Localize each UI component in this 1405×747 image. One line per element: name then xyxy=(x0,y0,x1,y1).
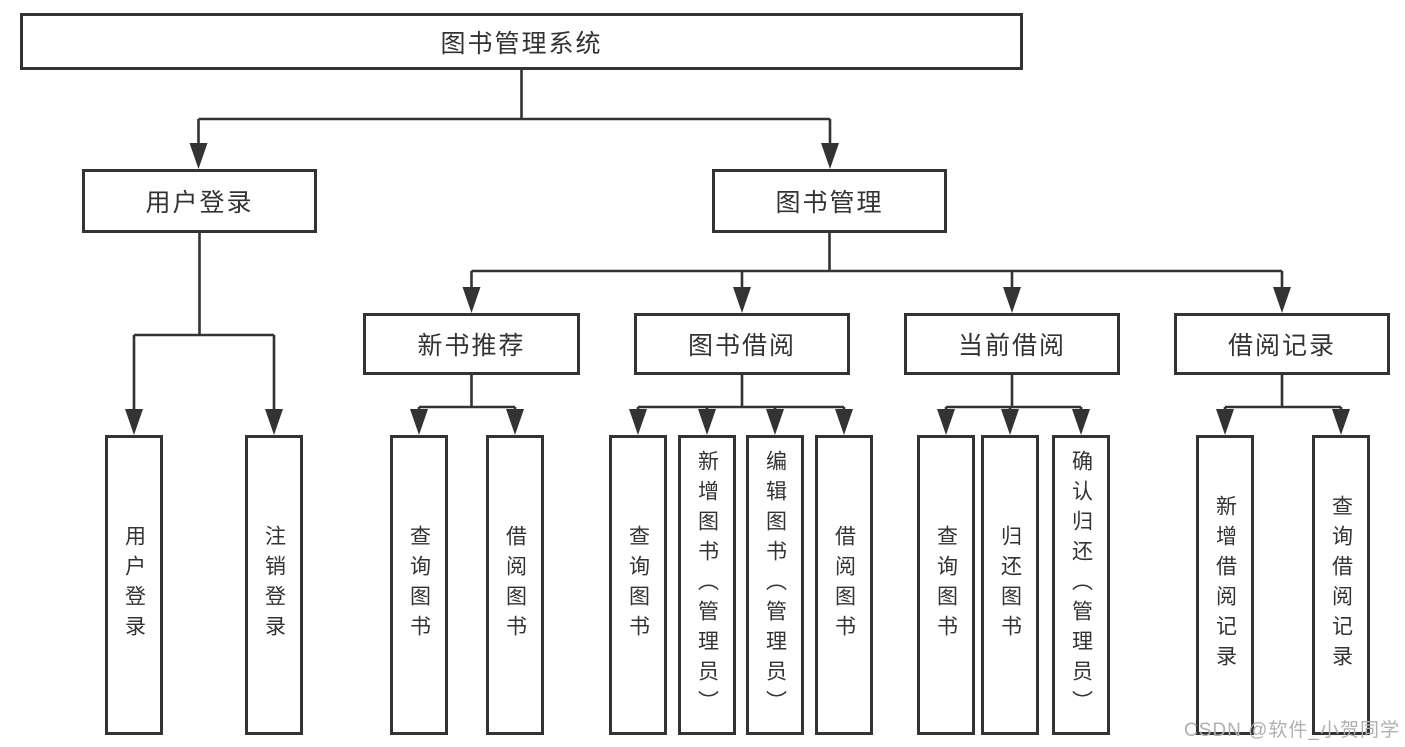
leaf-confirm-return-admin: 确认归还（管理员） xyxy=(1052,435,1110,735)
connector-new-book-recommend-to-leaves xyxy=(410,375,524,435)
node-user-login: 用户登录 xyxy=(82,169,317,233)
leaf-user-login: 用户登录 xyxy=(105,435,163,735)
node-book-borrow: 图书借阅 xyxy=(634,313,850,375)
node-current-borrow: 当前借阅 xyxy=(904,313,1120,375)
node-root: 图书管理系统 xyxy=(20,13,1023,70)
leaf-edit-book-admin: 编辑图书（管理员） xyxy=(746,435,804,735)
node-book-management: 图书管理 xyxy=(712,169,947,233)
connector-book-borrow-to-leaves xyxy=(629,375,853,435)
connector-current-borrow-to-leaves xyxy=(937,375,1090,435)
leaf-query-books-borrow: 查询图书 xyxy=(609,435,667,735)
leaf-query-books-recommend: 查询图书 xyxy=(390,435,448,735)
connector-root-to-level2 xyxy=(189,70,839,169)
connector-borrow-records-to-leaves xyxy=(1216,375,1350,435)
leaf-borrow-books-recommend: 借阅图书 xyxy=(486,435,544,735)
leaf-logout: 注销登录 xyxy=(245,435,303,735)
connector-book-management-to-level3 xyxy=(462,233,1291,313)
node-borrow-records: 借阅记录 xyxy=(1174,313,1390,375)
node-new-book-recommend: 新书推荐 xyxy=(363,313,580,375)
leaf-add-borrow-record: 新增借阅记录 xyxy=(1196,435,1254,735)
leaf-add-book-admin: 新增图书（管理员） xyxy=(678,435,736,735)
leaf-query-books-current: 查询图书 xyxy=(917,435,975,735)
leaf-return-book: 归还图书 xyxy=(981,435,1039,735)
connector-user-login-to-leaves xyxy=(125,233,283,435)
leaf-query-borrow-record: 查询借阅记录 xyxy=(1312,435,1370,735)
leaf-borrow-books: 借阅图书 xyxy=(815,435,873,735)
